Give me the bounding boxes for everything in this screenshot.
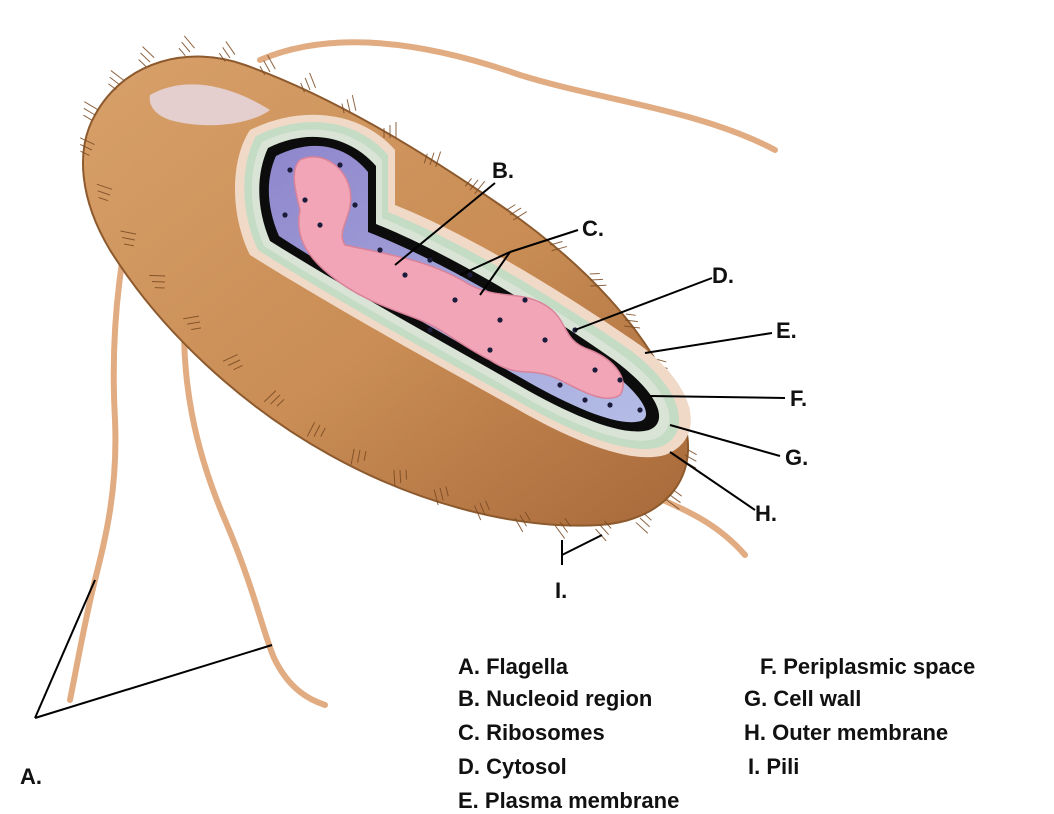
ribosome-dot	[592, 367, 597, 372]
ribosome-dot	[317, 222, 322, 227]
ribosome-dot	[427, 257, 432, 262]
pilus	[83, 115, 92, 120]
pilus	[352, 95, 356, 111]
pilus	[688, 450, 697, 455]
pilus	[510, 208, 521, 215]
pilus	[406, 470, 407, 480]
pilus	[264, 61, 270, 72]
pilus	[182, 42, 190, 52]
ribosome-dot	[582, 397, 587, 402]
legend-item-B: B. Nucleoid region	[458, 688, 652, 710]
pilus	[507, 205, 515, 210]
leader-line-E	[645, 333, 772, 353]
pilus	[590, 279, 603, 280]
pilus	[640, 518, 650, 527]
ribosome-dot	[497, 317, 502, 322]
pilus	[310, 73, 316, 88]
pilus	[223, 47, 230, 58]
ribosome-dot	[427, 327, 432, 332]
ribosome-dot	[302, 197, 307, 202]
label-B: B.	[492, 160, 514, 182]
ribosome-dot	[402, 272, 407, 277]
label-G: G.	[785, 447, 808, 469]
pilus	[644, 514, 651, 521]
pilus	[674, 490, 682, 496]
pilus	[139, 59, 146, 66]
ribosome-dot	[282, 212, 287, 217]
ribosome-dot	[522, 297, 527, 302]
leader-line-H	[670, 452, 755, 510]
label-H: H.	[755, 503, 777, 525]
label-A: A.	[20, 766, 42, 788]
ribosome-dot	[352, 202, 357, 207]
legend-item-G: G. Cell wall	[744, 688, 861, 710]
leader-line-A-lower	[35, 645, 272, 718]
pilus	[110, 77, 120, 85]
pilus	[84, 102, 98, 110]
pilus	[555, 526, 564, 539]
legend-item-D: D. Cytosol	[458, 756, 567, 778]
legend-item-H: H. Outer membrane	[744, 722, 948, 744]
pilus	[84, 108, 95, 115]
legend-item-I: I. Pili	[748, 756, 799, 778]
pilus	[149, 275, 165, 276]
label-D: D.	[712, 265, 734, 287]
legend-item-E: E. Plasma membrane	[458, 790, 679, 812]
pilus	[600, 525, 609, 535]
pilus	[626, 314, 636, 315]
ribosome-dot	[377, 247, 382, 252]
ribosome-dot	[287, 167, 292, 172]
ribosome-dot	[557, 382, 562, 387]
ribosome-dot	[542, 337, 547, 342]
ribosome-dot	[487, 347, 492, 352]
pilus	[305, 78, 310, 90]
ribosome-dot	[467, 272, 472, 277]
pilus	[141, 53, 150, 62]
ribosome-dot	[337, 162, 342, 167]
label-C: C.	[582, 218, 604, 240]
ribosome-dot	[607, 402, 612, 407]
label-I: I.	[555, 580, 567, 602]
label-E: E.	[776, 320, 797, 342]
ribosome-dot	[452, 297, 457, 302]
leader-line-I-horizontal	[562, 535, 602, 555]
pilus	[179, 48, 185, 56]
ribosome-dot	[637, 407, 642, 412]
pilus	[226, 41, 235, 54]
label-F: F.	[790, 388, 807, 410]
leader-line-A-upper	[35, 580, 95, 718]
legend-item-F: F. Periplasmic space	[760, 656, 975, 678]
legend-item-A: A. Flagella	[458, 656, 568, 678]
ribosome-dot	[617, 377, 622, 382]
legend-item-C: C. Ribosomes	[458, 722, 605, 744]
pilus	[111, 71, 124, 81]
